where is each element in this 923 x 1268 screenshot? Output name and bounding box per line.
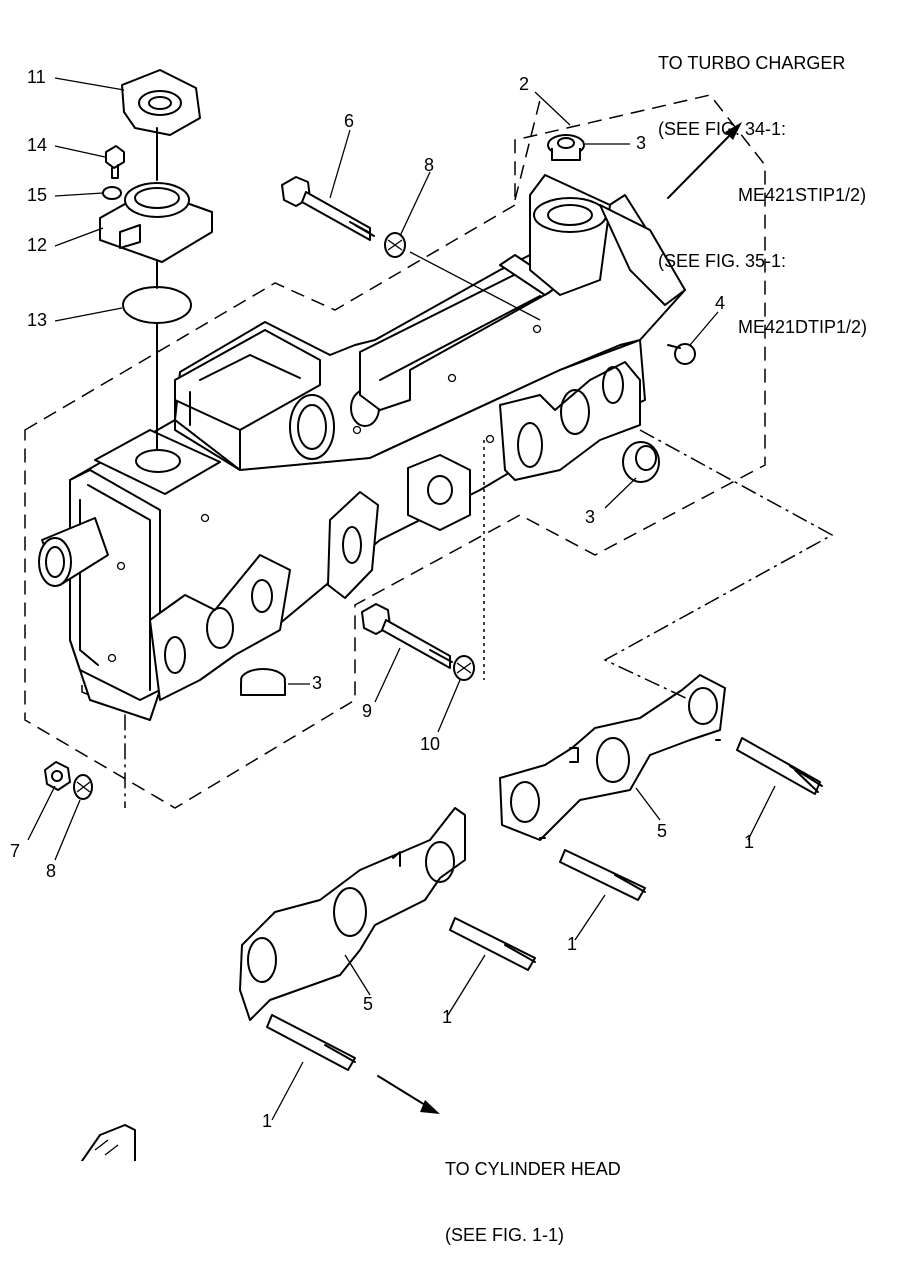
- callout-3-bottom: 3: [312, 673, 323, 693]
- turbo-direction-arrow: [667, 122, 742, 199]
- callout-12: 12: [27, 235, 48, 255]
- callout-10: 10: [420, 734, 441, 754]
- turbo-note-line-1: TO TURBO CHARGER: [658, 53, 846, 73]
- housing-12: [99, 182, 213, 263]
- gasket-5-lower: [239, 807, 466, 1021]
- washer-8-bottom: [73, 774, 93, 800]
- stud-1-b: [559, 849, 646, 901]
- callout-9: 9: [362, 701, 373, 721]
- callout-2: 2: [519, 74, 530, 94]
- callout-8-bottom: 8: [46, 861, 57, 881]
- cylinder-note-line-1: TO CYLINDER HEAD: [445, 1159, 621, 1179]
- washer-15: [102, 186, 122, 200]
- bolt-14: [105, 145, 125, 179]
- callout-5-lower: 5: [363, 994, 374, 1014]
- cap-11: [121, 69, 201, 136]
- plug-3-bottom: [240, 668, 286, 696]
- callout-3-top: 3: [636, 133, 647, 153]
- dashed-group-outline-main: [24, 94, 766, 809]
- cylinder-note-line-2: (SEE FIG. 1-1): [445, 1225, 565, 1245]
- bolt-9: [361, 603, 453, 669]
- callout-8-top: 8: [424, 155, 435, 175]
- turbo-note-line-5: ME421DTIP1/2): [738, 317, 868, 337]
- callout-4: 4: [715, 293, 726, 313]
- callout-11: 11: [27, 67, 46, 87]
- stud-1-d: [266, 1014, 356, 1071]
- corner-stamp-mark: [81, 1124, 136, 1161]
- callout-13: 13: [27, 310, 48, 330]
- o-ring-13: [122, 286, 192, 324]
- callout-3-right: 3: [585, 507, 596, 527]
- manifold-body: [38, 174, 686, 721]
- callout-1-c: 1: [442, 1007, 453, 1027]
- callout-7: 7: [10, 841, 21, 861]
- stud-1-c: [449, 917, 536, 971]
- bolt-6-axis: [409, 251, 541, 321]
- callout-1-b: 1: [567, 934, 578, 954]
- nut-7: [44, 761, 71, 791]
- callout-1-a: 1: [744, 832, 755, 852]
- exhaust-manifold-exploded-diagram: [24, 69, 834, 1161]
- bolt-6: [281, 176, 375, 241]
- cylinder-direction-arrow: [377, 1075, 440, 1114]
- turbo-note-line-2: (SEE FIG. 34-1:: [658, 119, 787, 139]
- plug-3-right: [622, 441, 660, 483]
- callout-6: 6: [344, 111, 355, 131]
- leader-lines: [27, 77, 776, 1121]
- stud-1-a: [736, 737, 823, 795]
- gasket-5-upper: [499, 674, 726, 841]
- callout-15: 15: [27, 185, 48, 205]
- plug-3-top: [547, 134, 585, 161]
- washer-10: [453, 655, 475, 681]
- callout-1-d: 1: [262, 1111, 273, 1131]
- washer-8-top: [384, 232, 406, 258]
- cylinder-head-note: TO CYLINDER HEAD (SEE FIG. 1-1): [445, 1114, 621, 1268]
- callout-14: 14: [27, 135, 48, 155]
- callout-5-upper: 5: [657, 821, 668, 841]
- turbo-note-line-4: (SEE FIG. 35-1:: [658, 251, 787, 271]
- plug-4: [667, 343, 696, 365]
- turbo-charger-note: TO TURBO CHARGER (SEE FIG. 34-1: ME421ST…: [658, 8, 867, 360]
- turbo-note-line-3: ME421STIP1/2): [738, 185, 867, 205]
